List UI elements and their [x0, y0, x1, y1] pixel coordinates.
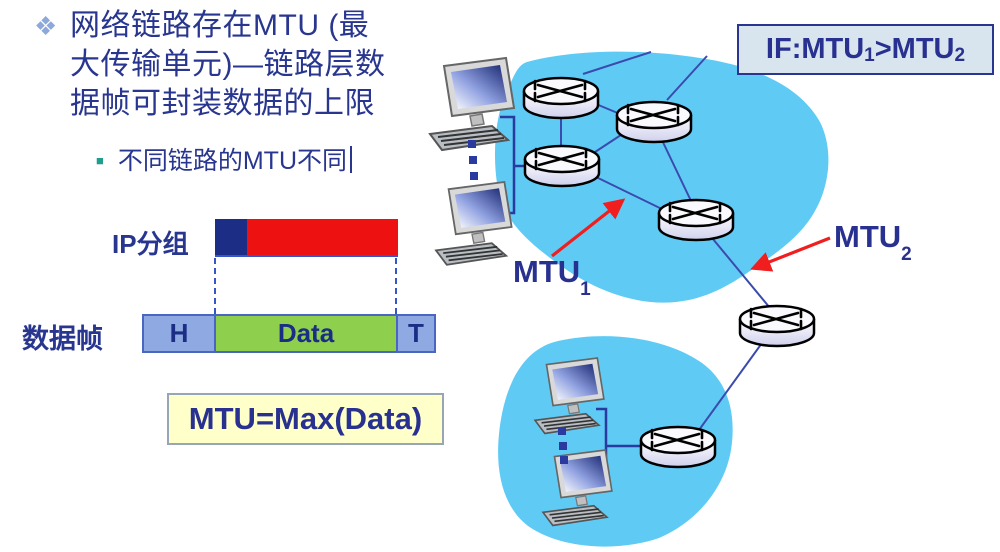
- condition-sub1: 1: [864, 44, 875, 66]
- mtu1-sub: 1: [580, 279, 591, 301]
- router-e-icon: [738, 304, 816, 348]
- link-frame: H Data T: [142, 314, 436, 353]
- router-f-icon: [639, 425, 717, 469]
- formula-text: MTU=Max(Data): [188, 401, 423, 436]
- sub-bullet-text: 不同链路的MTU不同: [117, 147, 348, 175]
- title-line-2: 大传输单元)—链路层数: [70, 48, 386, 81]
- router-d-icon: [657, 198, 735, 242]
- mtu1-arrow: [551, 198, 626, 258]
- dashed-connector-right: [395, 258, 397, 314]
- mtu2-sub: 2: [901, 244, 912, 266]
- formula-box: MTU=Max(Data): [167, 393, 444, 445]
- dashed-connector-left: [214, 258, 216, 314]
- ip-packet-bar: [215, 219, 398, 257]
- condition-sub2: 2: [954, 44, 966, 66]
- mtu1-text: MTU: [513, 254, 581, 289]
- mtu2-arrow: [750, 236, 831, 272]
- hosts-ellipsis-dots: [468, 140, 568, 464]
- mtu2-text: MTU: [834, 219, 902, 254]
- router-b-icon: [615, 100, 693, 144]
- mtu2-label: MTU2: [834, 219, 912, 265]
- condition-prefix: IF:MTU: [765, 33, 865, 65]
- title-bullet: ❖ 网络链路存在MTU (最 大传输单元)—链路层数 据帧可封装数据的上限: [34, 6, 454, 123]
- sub-bullet: ■ 不同链路的MTU不同: [96, 141, 353, 177]
- title-line-3: 据帧可封装数据的上限: [70, 87, 375, 120]
- ip-packet-label: IP分组: [112, 229, 189, 259]
- mtu1-label: MTU1: [513, 254, 591, 300]
- frame-data-box: Data: [214, 314, 398, 353]
- text-cursor: [350, 145, 353, 173]
- frame-header-box: H: [142, 314, 216, 353]
- condition-mid: >MTU: [874, 33, 955, 65]
- ip-payload-segment: [247, 219, 398, 255]
- computer-icon-2: [435, 181, 513, 266]
- frame-label: 数据帧: [22, 324, 103, 354]
- frame-trailer-box: T: [396, 314, 436, 353]
- router-a-icon: [522, 76, 600, 120]
- router-c-icon: [523, 144, 601, 188]
- ip-header-segment: [215, 219, 247, 255]
- title-line-1: 网络链路存在MTU (最: [70, 9, 370, 42]
- diamond-bullet-icon: ❖: [34, 11, 58, 41]
- square-bullet-icon: ■: [96, 152, 104, 168]
